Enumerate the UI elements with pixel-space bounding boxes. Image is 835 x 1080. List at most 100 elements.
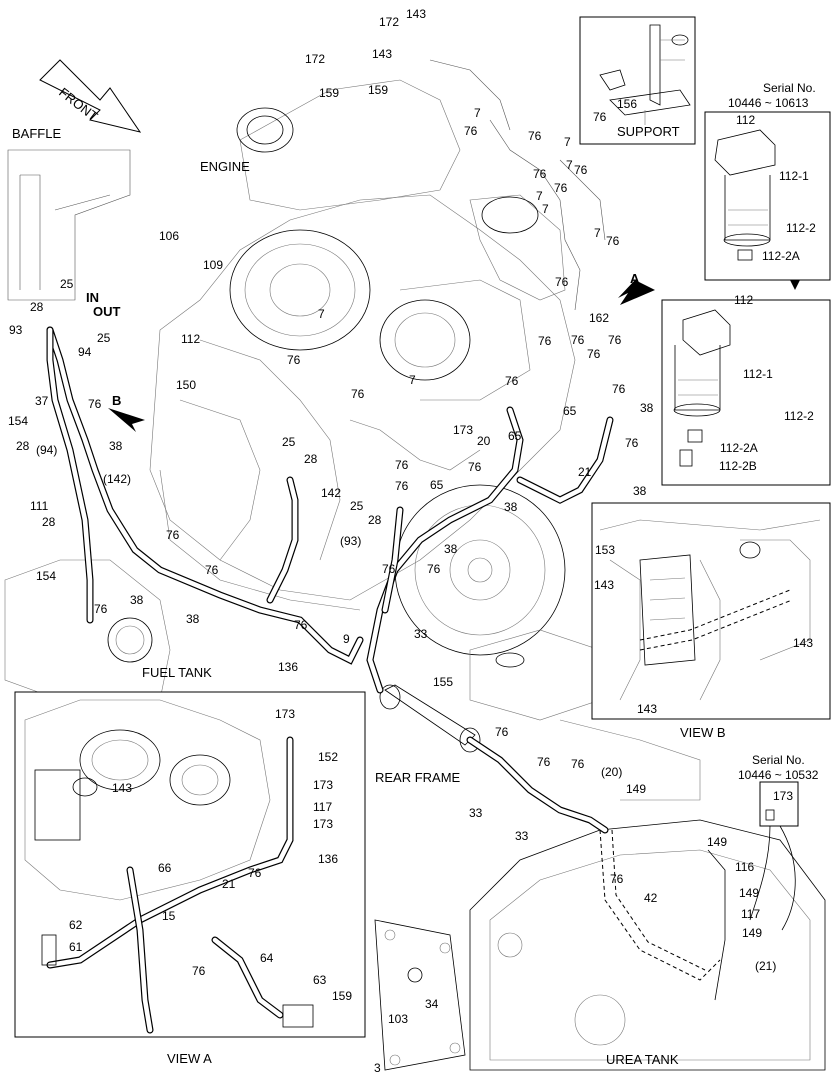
callout-c96: 33: [469, 806, 483, 820]
callout-c111: 34: [425, 997, 439, 1011]
label-view-b: VIEW B: [680, 725, 726, 740]
callout-c118: 173: [313, 817, 333, 831]
label-arrow-b: B: [112, 393, 121, 408]
label-in: IN: [86, 290, 99, 305]
callout-c93: 155: [433, 675, 453, 689]
support-inset: [579, 16, 696, 145]
callout-c5: 159: [319, 86, 339, 100]
callout-c78: 76: [587, 347, 601, 361]
callout-c76: 162: [589, 311, 609, 325]
callout-c69: 65: [563, 404, 577, 418]
callout-c110: 103: [388, 1012, 408, 1026]
callout-c41: 76: [205, 563, 219, 577]
callout-c19: 106: [159, 229, 179, 243]
label-view-a: VIEW A: [167, 1051, 212, 1066]
callout-c27: 150: [176, 378, 196, 392]
callout-c82: 112-2: [786, 221, 816, 235]
serial2-title: Serial No.: [752, 753, 805, 767]
callout-c54: 76: [395, 479, 409, 493]
callout-c114: 152: [318, 750, 338, 764]
callout-c102: 149: [707, 835, 727, 849]
callout-c39: 38: [130, 593, 144, 607]
callout-c119: 136: [318, 852, 338, 866]
callout-c121: 76: [248, 866, 262, 880]
serial1-title: Serial No.: [763, 81, 816, 95]
callout-c79: 76: [571, 333, 585, 347]
callout-c64: 173: [453, 423, 473, 437]
callout-c60: 38: [444, 542, 458, 556]
callout-c35: 28: [42, 515, 56, 529]
callout-c28: 37: [35, 394, 49, 408]
label-baffle: BAFFLE: [12, 126, 61, 141]
callout-c66: 20: [477, 434, 491, 448]
callout-c117: 117: [313, 800, 332, 814]
callout-c34: 111: [30, 499, 49, 513]
filter-inset-serial1: [704, 111, 831, 290]
callout-c59: (93): [340, 534, 361, 548]
hoses: [46, 59, 721, 981]
callout-c85: 112-1: [743, 367, 773, 381]
view-a-inset: [14, 691, 366, 1038]
callout-c124: 62: [69, 918, 83, 932]
callout-c67: 65: [508, 429, 522, 443]
callout-c77: 76: [608, 333, 622, 347]
callout-c90: 143: [594, 578, 614, 592]
callout-c22: 28: [30, 300, 44, 314]
callout-c8: 76: [464, 124, 478, 138]
callout-c87: 112-2A: [720, 441, 758, 455]
callout-c10: 7: [564, 135, 571, 149]
callout-c4: 143: [372, 47, 392, 61]
callout-c33: (94): [36, 443, 57, 457]
callout-c43: 76: [294, 618, 308, 632]
callout-c9: 76: [528, 129, 542, 143]
callout-c84: 112: [734, 293, 753, 307]
callout-c44: 136: [278, 660, 298, 674]
callout-c103: 116: [735, 860, 754, 874]
callout-c89: 153: [595, 543, 615, 557]
callout-c132: 76: [533, 167, 547, 181]
callout-c7: 7: [474, 106, 481, 120]
callout-c95: 76: [537, 755, 551, 769]
label-arrow-a: A: [630, 271, 640, 286]
callout-c99: (20): [601, 765, 622, 779]
callout-c125: 61: [69, 940, 83, 954]
callout-c120: 66: [158, 861, 172, 875]
callout-c104: 149: [739, 886, 759, 900]
callout-c14: 76: [574, 163, 588, 177]
callout-c18: 76: [593, 110, 607, 124]
callout-c17: 156: [617, 97, 637, 111]
view-b-arrow-icon: [108, 408, 145, 432]
callout-c73: 38: [640, 401, 654, 415]
callout-c100: 149: [626, 782, 646, 796]
callout-c36: (142): [103, 472, 131, 486]
callout-c61: 76: [382, 562, 396, 576]
callout-c107: (21): [755, 959, 776, 973]
callout-c31: 38: [109, 439, 123, 453]
callout-c20: 109: [203, 258, 223, 272]
callout-c130: 76: [555, 275, 569, 289]
callout-c46: 7: [318, 307, 325, 321]
callout-c48: 7: [409, 373, 416, 387]
callout-c71: 38: [633, 484, 647, 498]
callout-c51: 28: [304, 452, 318, 466]
label-fuel-tank: FUEL TANK: [142, 665, 212, 680]
callout-c57: 28: [368, 513, 382, 527]
callout-c106: 149: [742, 926, 762, 940]
front-arrow: [39, 59, 142, 133]
callout-c21: 25: [60, 277, 74, 291]
callout-c58: 38: [504, 500, 518, 514]
callout-c92: 143: [637, 702, 657, 716]
callout-c129: 159: [332, 989, 352, 1003]
callout-c112: 3: [374, 1061, 381, 1075]
callout-c122: 21: [222, 877, 236, 891]
callout-c3: 172: [305, 52, 325, 66]
callout-c63: 33: [414, 627, 428, 641]
callout-c83: 112-2A: [762, 249, 800, 263]
callout-c29: 76: [88, 397, 102, 411]
callout-c2: 172: [379, 15, 399, 29]
callout-c47: 76: [287, 353, 301, 367]
callout-c97: 33: [515, 829, 529, 843]
view-a-arrow-icon: [618, 280, 655, 305]
